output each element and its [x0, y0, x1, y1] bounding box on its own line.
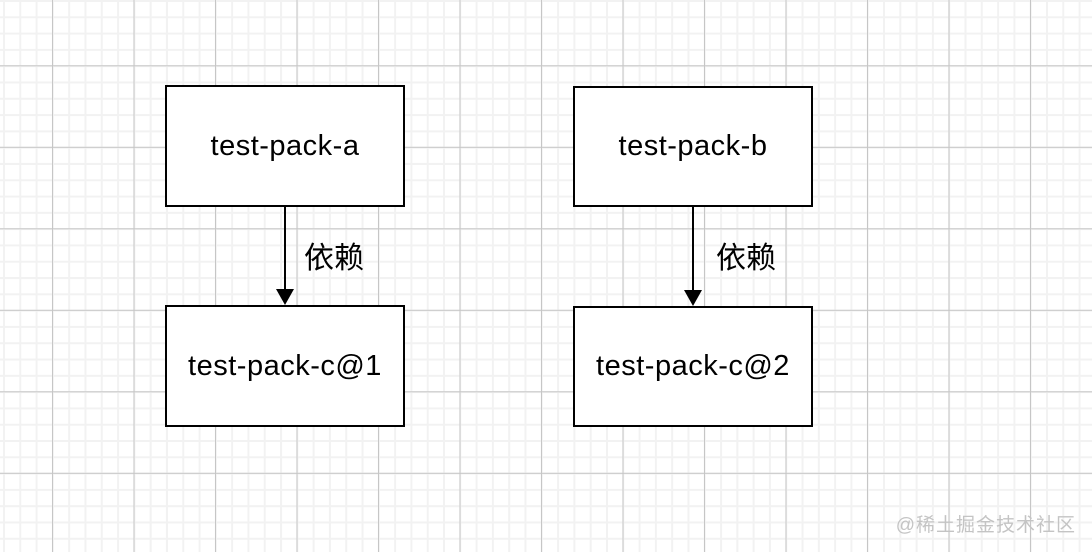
node-label: test-pack-b [618, 130, 768, 162]
arrowhead-down-icon [684, 290, 702, 306]
node-label: test-pack-c@1 [188, 349, 382, 382]
arrowhead-down-icon [276, 289, 294, 305]
node-label: test-pack-a [210, 129, 360, 162]
watermark-text: @稀土掘金技术社区 [895, 515, 1076, 536]
node-label: test-pack-c@2 [596, 350, 790, 382]
node-test-pack-c1: test-pack-c@1 [165, 305, 405, 427]
node-test-pack-a: test-pack-a [165, 85, 405, 207]
node-test-pack-b: test-pack-b [573, 86, 813, 207]
edge-label-depends: 依赖 [716, 242, 776, 275]
edge-label-depends: 依赖 [304, 242, 364, 275]
node-test-pack-c2: test-pack-c@2 [573, 306, 813, 427]
edge-line-b-c2 [691, 207, 694, 292]
edge-line-a-c1 [283, 207, 286, 291]
